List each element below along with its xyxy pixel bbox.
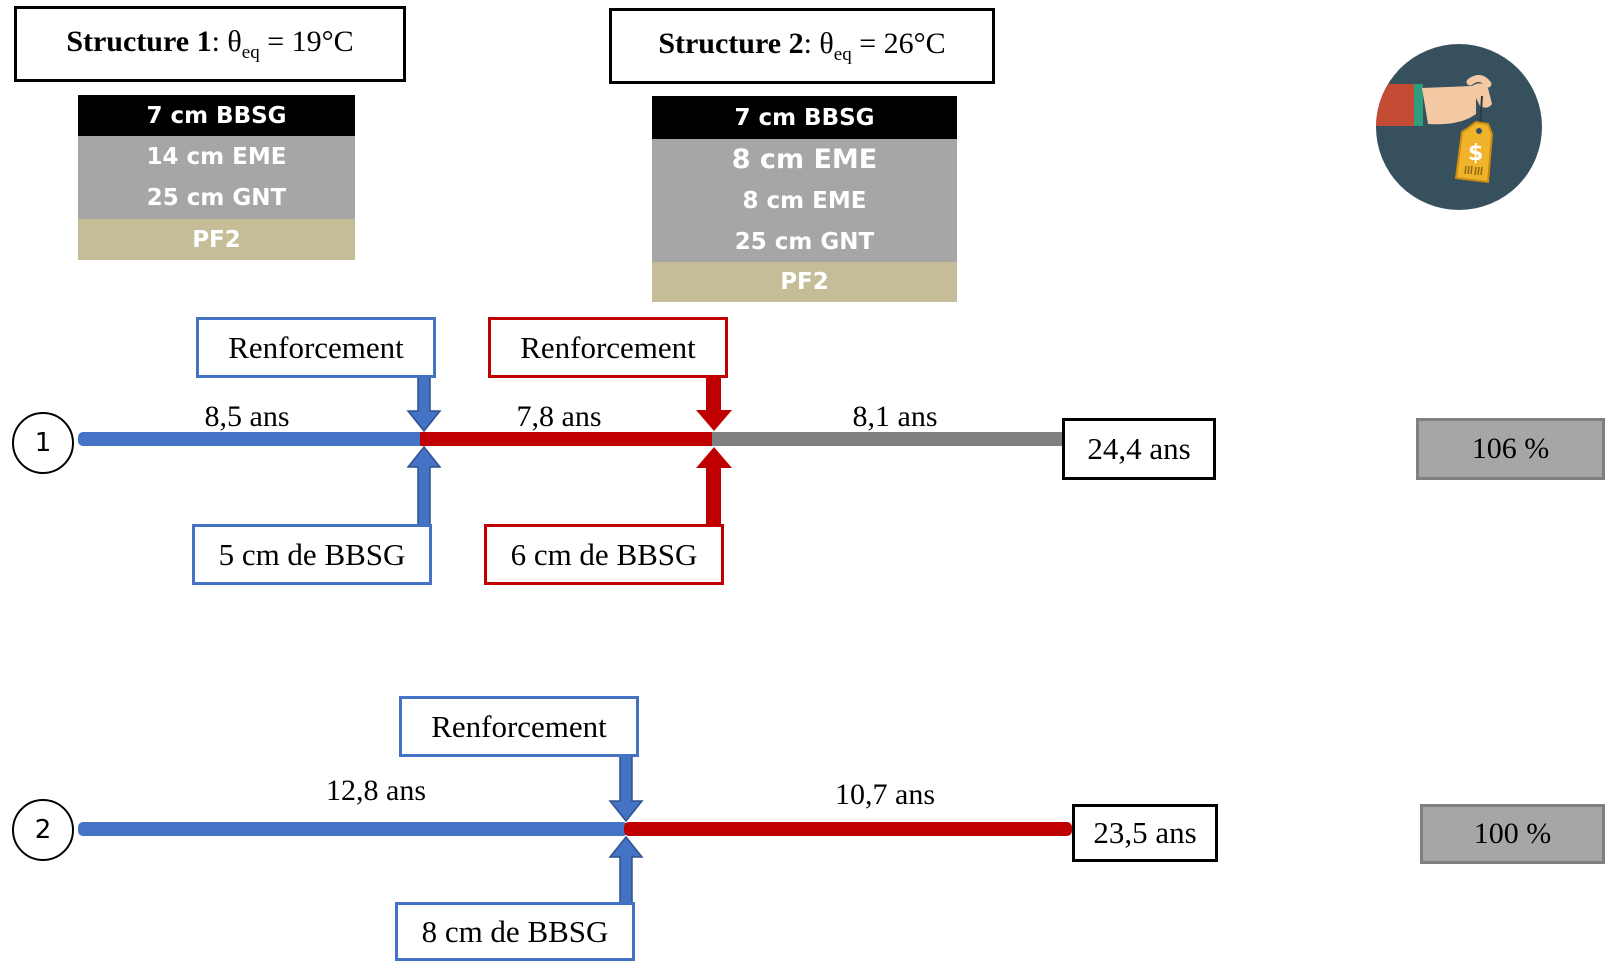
scenario2-number: 2 — [12, 799, 74, 861]
scenario1-number: 1 — [12, 412, 74, 474]
price-tag-hand-icon: $ — [1376, 44, 1542, 210]
total-duration: 24,4 ans — [1062, 418, 1216, 480]
duration-label: 8,1 ans — [852, 400, 938, 433]
reinforcement-label: Renforcement — [399, 696, 639, 757]
duration-label: 7,8 ans — [516, 400, 602, 433]
layer-eme: 14 cm EME — [78, 136, 355, 177]
layer-bbsg: 7 cm BBSG — [652, 96, 957, 139]
layer-eme: 8 cm EME — [652, 139, 957, 180]
structure1-layers: 7 cm BBSG 14 cm EME 25 cm GNT PF2 — [78, 95, 355, 260]
duration-label: 10,7 ans — [835, 778, 935, 811]
total-duration: 23,5 ans — [1072, 804, 1218, 862]
layer-bbsg: 7 cm BBSG — [78, 95, 355, 136]
structure2-layers: 7 cm BBSG 8 cm EME 8 cm EME 25 cm GNT PF… — [652, 96, 957, 302]
reinforcement-arrows-2 — [696, 376, 732, 526]
duration-label: 12,8 ans — [326, 774, 426, 807]
structure1-title: Structure 1: θeq = 19°C — [14, 6, 406, 82]
layer-gnt: 25 cm GNT — [652, 221, 957, 262]
layer-eme: 8 cm EME — [652, 180, 957, 221]
reinforcement-label: Renforcement — [488, 317, 728, 378]
scenario1-bars — [78, 432, 1062, 446]
cost-percentage: 100 % — [1420, 804, 1605, 864]
scenario2-bars — [78, 822, 1072, 836]
reinforcement-arrows-1 — [406, 375, 442, 527]
layer-gnt: 25 cm GNT — [78, 177, 355, 219]
reinforcement-arrows-3 — [608, 754, 644, 906]
phase-bar-3 — [712, 432, 1062, 446]
structure2-title: Structure 2: θeq = 26°C — [609, 8, 995, 84]
reinforcement-thickness: 5 cm de BBSG — [192, 524, 432, 585]
reinforcement-label: Renforcement — [196, 317, 436, 378]
phase-bar-1 — [78, 432, 424, 446]
reinforcement-thickness: 8 cm de BBSG — [395, 902, 635, 961]
svg-text:$: $ — [1468, 141, 1483, 166]
duration-label: 8,5 ans — [204, 400, 290, 433]
cost-percentage: 106 % — [1416, 418, 1605, 480]
phase-bar-1 — [78, 822, 628, 836]
reinforcement-thickness: 6 cm de BBSG — [484, 524, 724, 585]
phase-bar-2 — [624, 822, 1072, 836]
layer-pf2: PF2 — [78, 219, 355, 260]
layer-pf2: PF2 — [652, 262, 957, 302]
phase-bar-2 — [420, 432, 716, 446]
